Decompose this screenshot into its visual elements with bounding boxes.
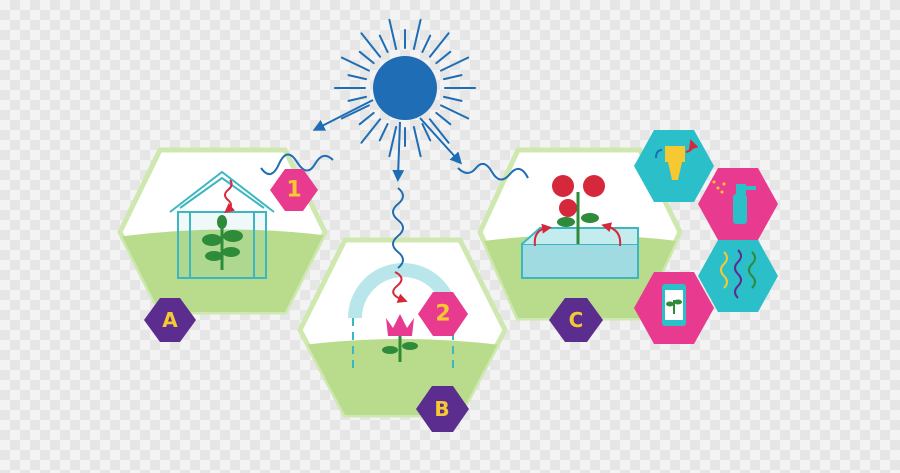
- sun-ray: [421, 123, 432, 142]
- flower-icon: [382, 314, 418, 362]
- heat-arrow-right: [601, 222, 622, 247]
- wave-ray-c: [457, 162, 529, 181]
- raised-bed-icon: [521, 227, 639, 279]
- squiggle-lines-icon: [720, 249, 756, 299]
- sun-icon: [334, 18, 476, 158]
- sun-ray: [360, 118, 382, 144]
- sprayer-bottle-tile: [634, 130, 714, 202]
- sprayer-bottle-icon: [655, 139, 699, 180]
- plant-icon: [202, 215, 243, 270]
- phone-plant-icon: [662, 284, 686, 326]
- sun-ray: [435, 111, 452, 126]
- sun-ray: [388, 18, 398, 50]
- spray-can-icon: [712, 180, 756, 224]
- heat-arrow-left: [533, 223, 552, 247]
- panel-c-label: C: [569, 308, 584, 332]
- sun-ray: [421, 34, 432, 53]
- sun-ray: [443, 95, 463, 102]
- sun-ray: [440, 56, 470, 72]
- step-1-badge: 1: [270, 169, 318, 211]
- strawberry-plant-icon: [552, 175, 605, 244]
- heat-wave-b-icon: [392, 271, 408, 303]
- sun-ray: [378, 34, 389, 53]
- sun-ray: [358, 111, 375, 126]
- panel-b-label: B: [434, 397, 449, 421]
- spray-can-tile: [698, 168, 778, 240]
- panel-c: [477, 147, 683, 321]
- phone-plant-tile: [634, 272, 714, 344]
- heat-wave-icon: [224, 179, 236, 214]
- wave-ray-b: [392, 187, 404, 269]
- sun-ray: [347, 95, 367, 102]
- sun-ray: [340, 104, 370, 120]
- panel-a-label: A: [162, 308, 178, 332]
- step-1-label: 1: [286, 178, 301, 203]
- sun-ray: [443, 74, 463, 81]
- sun-ray: [347, 74, 367, 81]
- step-2-label: 2: [435, 302, 450, 327]
- sun-ray: [428, 32, 450, 58]
- sun-ray: [340, 56, 370, 72]
- sun-ray: [358, 50, 375, 65]
- panel-c-badge: C: [549, 298, 603, 342]
- sun-ray: [435, 50, 452, 65]
- squiggle-lines-tile: [698, 240, 778, 312]
- sun-ray: [388, 126, 398, 158]
- panel-b: [297, 237, 508, 418]
- sun-ray: [360, 32, 382, 58]
- sun-ray: [428, 118, 450, 144]
- sun-ray: [378, 123, 389, 142]
- panel-a-badge: A: [144, 298, 196, 342]
- light-rays: [312, 99, 463, 182]
- sun-ray: [440, 104, 470, 120]
- panel-b-badge: B: [416, 386, 469, 432]
- step-2-badge: 2: [418, 292, 468, 336]
- sun-ray: [412, 18, 422, 50]
- sun-ray: [412, 126, 422, 158]
- wave-ray-a: [260, 153, 334, 175]
